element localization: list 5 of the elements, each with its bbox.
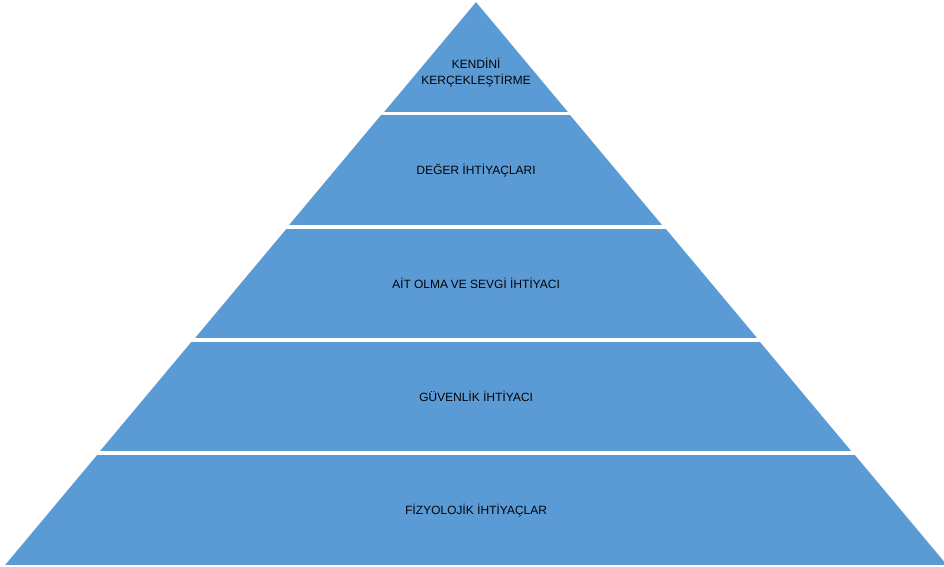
level-label: AİT OLMA VE SEVGİ İHTİYACI bbox=[392, 276, 560, 292]
level-label: FİZYOLOJİK İHTİYAÇLAR bbox=[405, 502, 547, 518]
level-label: KENDİNİ KERÇEKLEŞTİRME bbox=[420, 56, 532, 88]
level-label: GÜVENLİK İHTİYACI bbox=[419, 388, 533, 404]
level-label: DEĞER İHTİYAÇLARI bbox=[416, 162, 536, 178]
